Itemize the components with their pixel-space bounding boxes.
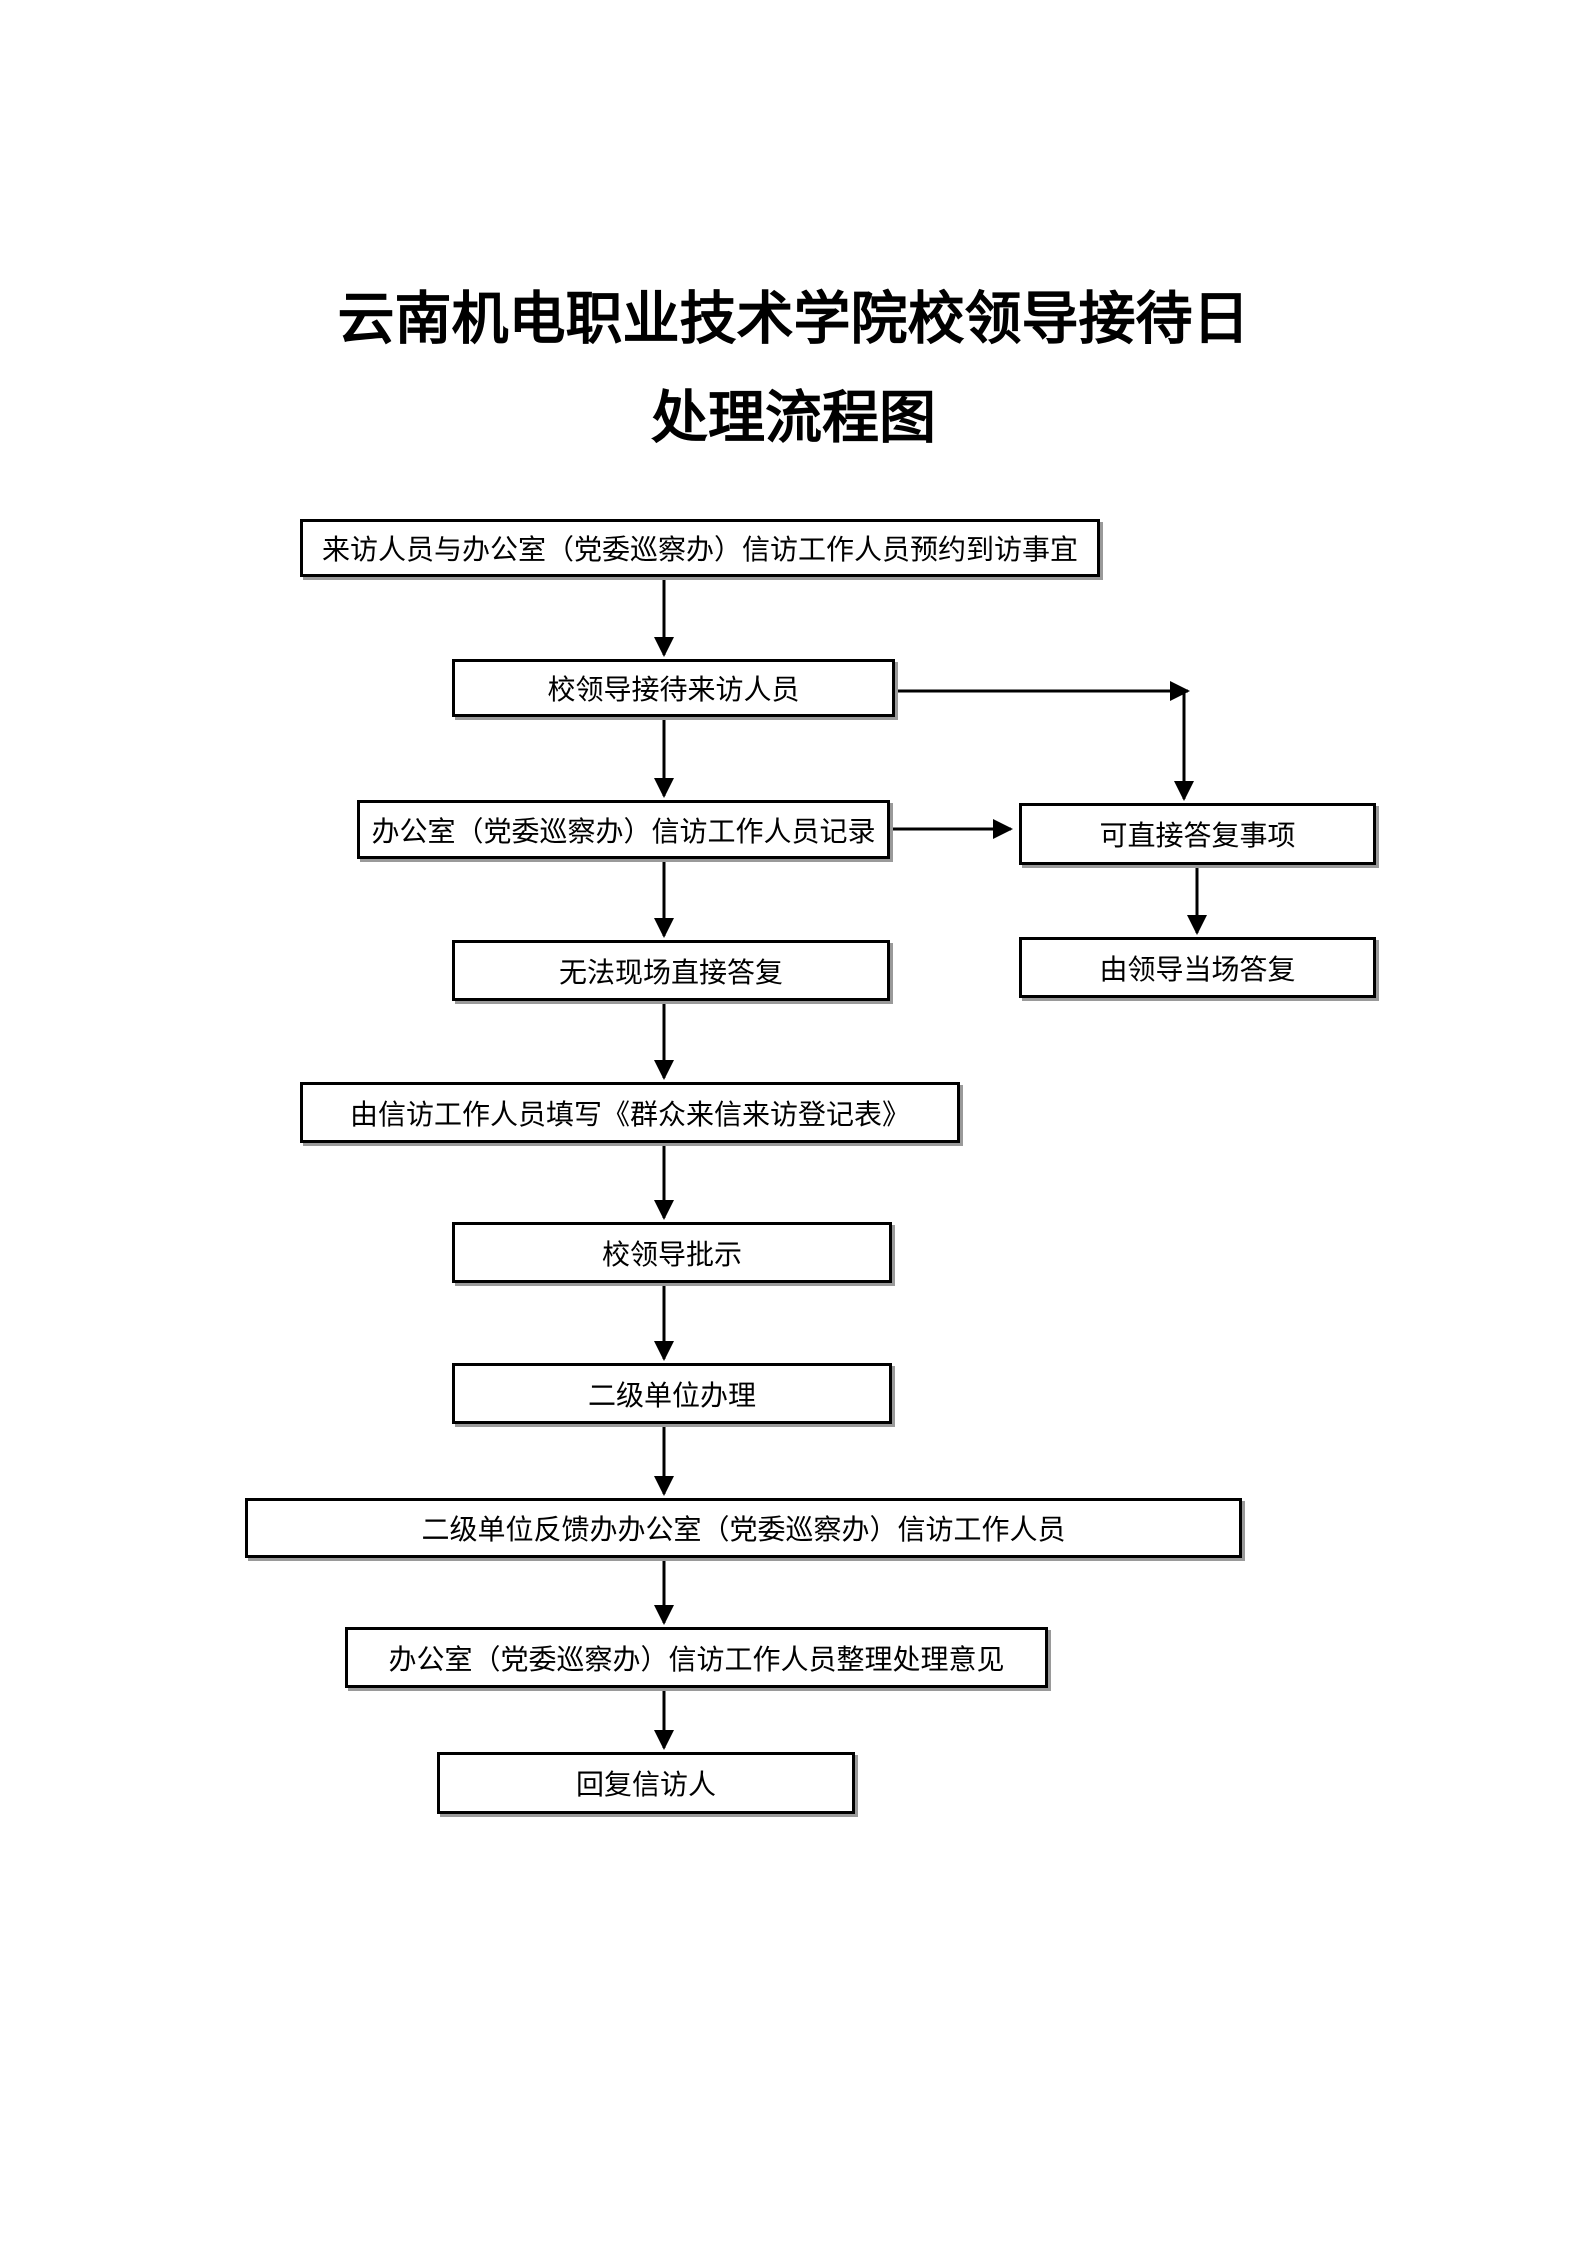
- page-title: 云南机电职业技术学院校领导接待日 处理流程图: [0, 270, 1587, 468]
- node-leader-onsite-answer: 由领导当场答复: [1019, 937, 1376, 998]
- page-title-line2: 处理流程图: [651, 386, 936, 450]
- page-title-line1: 云南机电职业技术学院校领导接待日: [337, 287, 1250, 351]
- node-leader-instruction: 校领导批示: [452, 1222, 892, 1283]
- node-secondary-unit-feedback: 二级单位反馈办办公室（党委巡察办）信访工作人员: [245, 1498, 1242, 1558]
- node-leader-reception: 校领导接待来访人员: [452, 659, 895, 717]
- node-reply-petitioner: 回复信访人: [437, 1752, 855, 1814]
- node-fill-registration-form: 由信访工作人员填写《群众来信来访登记表》: [300, 1082, 960, 1143]
- node-cannot-answer-onsite: 无法现场直接答复: [452, 940, 890, 1001]
- node-office-organize-opinions: 办公室（党委巡察办）信访工作人员整理处理意见: [345, 1627, 1048, 1688]
- node-visit-appointment: 来访人员与办公室（党委巡察办）信访工作人员预约到访事宜: [300, 519, 1100, 577]
- node-direct-answer-items: 可直接答复事项: [1019, 803, 1376, 865]
- node-secondary-unit-handling: 二级单位办理: [452, 1363, 892, 1424]
- node-office-record: 办公室（党委巡察办）信访工作人员记录: [357, 800, 890, 859]
